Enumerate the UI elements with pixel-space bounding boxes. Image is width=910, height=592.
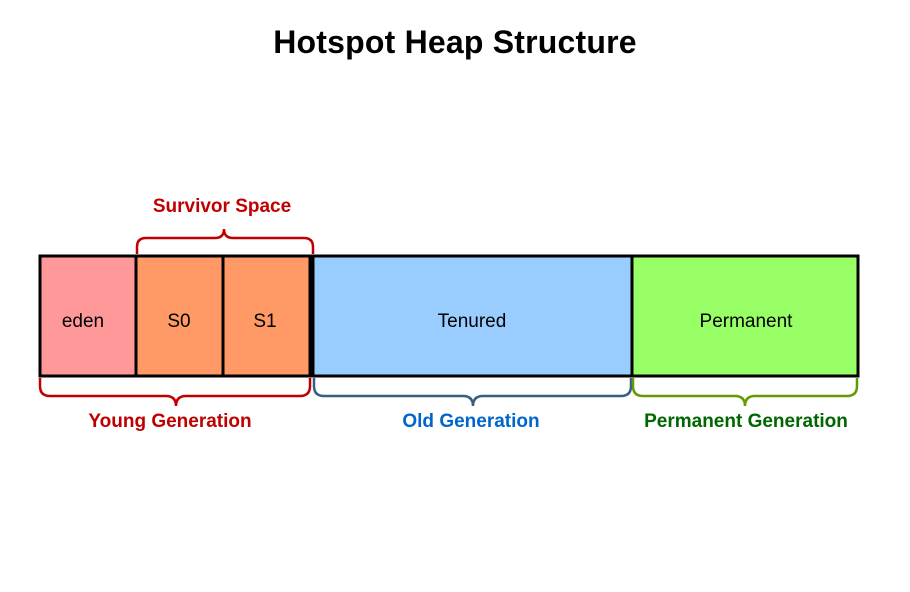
survivor-space-brace <box>135 228 315 254</box>
permanent-generation-brace <box>631 378 859 407</box>
old-generation-bracket: Old Generation <box>312 378 633 432</box>
old-generation-brace <box>312 378 633 407</box>
heap-bar: eden S0 S1 Tenured Permanent <box>38 254 860 378</box>
segment-permanent <box>630 254 860 378</box>
page-title: Hotspot Heap Structure <box>273 24 637 60</box>
segment-eden <box>38 254 138 378</box>
segment-s1 <box>221 254 312 378</box>
segment-label-s0: S0 <box>167 311 190 332</box>
permanent-generation-label: Permanent Generation <box>644 411 848 432</box>
segment-label-eden: eden <box>62 311 104 332</box>
segment-label-permanent: Permanent <box>700 311 794 332</box>
segment-label-tenured: Tenured <box>438 311 507 332</box>
survivor-space-bracket: Survivor Space <box>135 196 315 254</box>
old-generation-label: Old Generation <box>402 411 539 432</box>
survivor-space-label: Survivor Space <box>153 196 291 217</box>
segment-tenured <box>311 254 634 378</box>
segment-s0 <box>134 254 225 378</box>
young-generation-bracket: Young Generation <box>38 378 312 432</box>
young-generation-brace <box>38 378 312 407</box>
young-generation-label: Young Generation <box>88 411 251 432</box>
permanent-generation-bracket: Permanent Generation <box>631 378 859 432</box>
segment-label-s1: S1 <box>253 311 276 332</box>
